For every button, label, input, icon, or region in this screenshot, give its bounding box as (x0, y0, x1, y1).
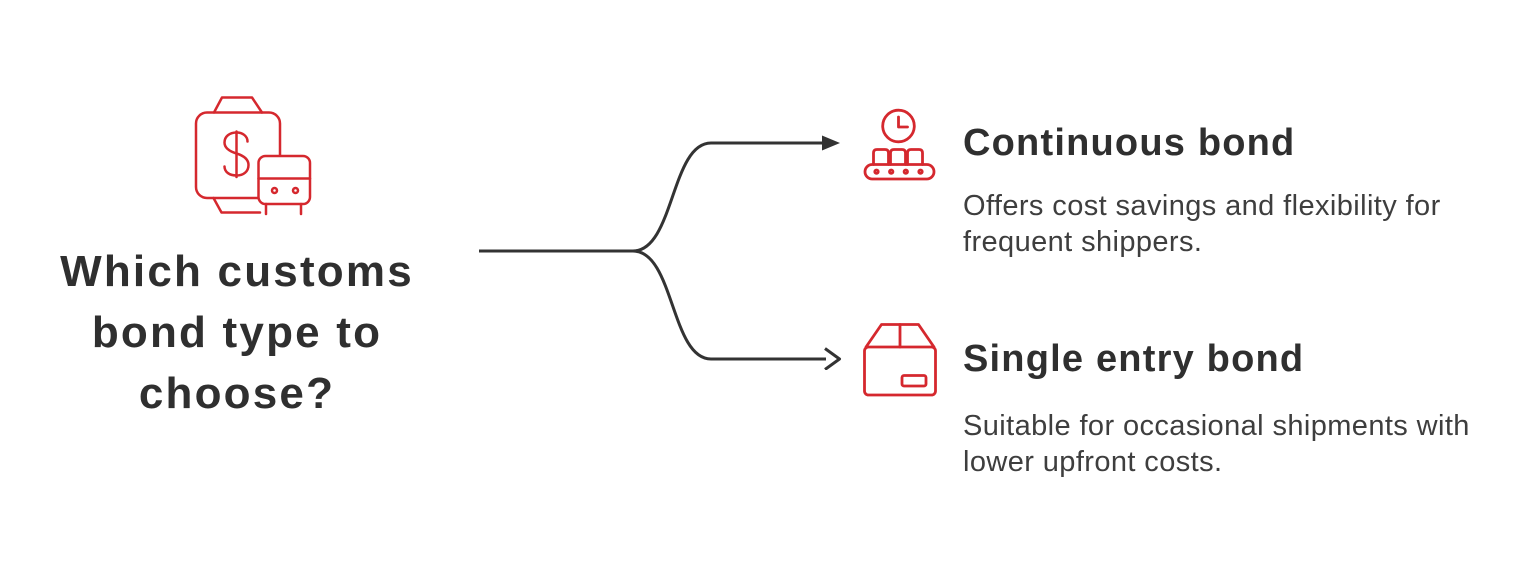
money-bag-flap (212, 196, 262, 214)
cargo-cart-body (257, 154, 312, 206)
conveyor-box (906, 148, 924, 166)
clock-face (881, 108, 916, 144)
cargo-cart-dot (291, 186, 300, 195)
conveyor-belt (863, 163, 936, 181)
connector-top-branch (632, 141, 823, 253)
money-bag-and-cargo-icon (194, 96, 312, 216)
belt-roller (902, 168, 909, 175)
package-box-icon (863, 323, 937, 397)
package-body (863, 345, 937, 397)
belt-roller (873, 168, 880, 175)
arrowhead-solid-icon (822, 135, 840, 151)
money-bag-neck (212, 96, 264, 114)
cargo-cart-dot (270, 186, 279, 195)
belt-roller (917, 168, 924, 175)
dollar-sign-curve (223, 131, 250, 177)
clock-hands (897, 115, 909, 129)
conveyor-box (889, 148, 907, 166)
branch-description: Offers cost savings and flexibility for … (963, 190, 1441, 258)
conveyor-clock-icon (863, 108, 936, 181)
branch-title: Continuous bond (963, 122, 1296, 164)
conveyor-box (872, 148, 890, 166)
belt-roller (888, 168, 895, 175)
branch-title: Single entry bond (963, 338, 1305, 380)
question-title: Which customs bond type to choose? (60, 247, 414, 418)
branch-connector-arrows (479, 135, 841, 370)
arrowhead-open-icon (824, 347, 841, 370)
connector-bottom-branch (632, 249, 826, 361)
package-label (900, 374, 928, 388)
branch-description: Suitable for occasional shipments with l… (963, 410, 1470, 478)
